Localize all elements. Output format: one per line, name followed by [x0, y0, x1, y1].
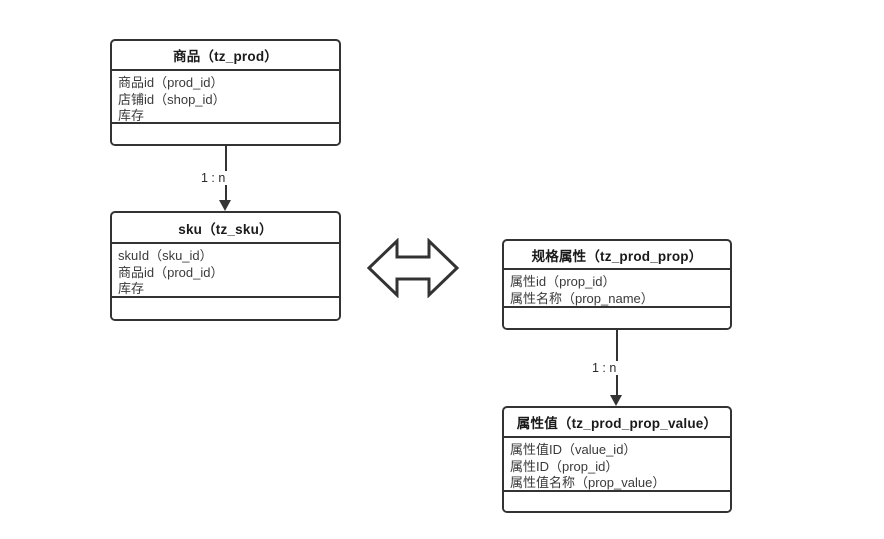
relation-cardinality-label: 1 : n [590, 361, 619, 375]
entity-attributes-tz-prod-prop: 属性id（prop_id） 属性名称（prop_name） [504, 270, 730, 308]
entity-title-tz-sku: sku（tz_sku） [112, 213, 339, 244]
attribute-row: skuId（sku_id） [118, 248, 213, 263]
entity-tz-prod-prop[interactable]: 规格属性（tz_prod_prop） 属性id（prop_id） 属性名称（pr… [502, 239, 732, 330]
entity-attributes-tz-sku: skuId（sku_id） 商品id（prod_id） 库存 [112, 244, 339, 298]
entity-tz-sku[interactable]: sku（tz_sku） skuId（sku_id） 商品id（prod_id） … [110, 211, 341, 321]
entity-tz-prod-prop-value[interactable]: 属性值（tz_prod_prop_value） 属性值ID（value_id） … [502, 406, 732, 513]
attribute-row: 库存 [118, 281, 145, 296]
attribute-row: 属性值名称（prop_value） [510, 475, 666, 490]
attribute-row: 属性id（prop_id） [510, 274, 616, 289]
entity-footer-tz-prod-prop [504, 308, 730, 328]
entity-footer-tz-prod [112, 124, 339, 144]
attribute-row: 商品id（prod_id） [118, 75, 224, 90]
relation-prod-to-sku: 1 : n [199, 146, 231, 211]
attribute-row: 属性名称（prop_name） [510, 290, 654, 306]
entity-tz-prod[interactable]: 商品（tz_prod） 商品id（prod_id） 店铺id（shop_id） … [110, 39, 341, 146]
relation-arrowhead [219, 200, 231, 211]
entity-attributes-tz-prod: 商品id（prod_id） 店铺id（shop_id） 库存 [112, 71, 339, 124]
entity-footer-tz-prod-prop-value [504, 492, 730, 511]
bidirectional-arrow-icon [366, 237, 460, 299]
relation-cardinality-label: 1 : n [199, 171, 228, 185]
entity-title-tz-prod-prop: 规格属性（tz_prod_prop） [504, 241, 730, 270]
attribute-row: 商品id（prod_id） [118, 264, 224, 280]
entity-title-tz-prod-prop-value: 属性值（tz_prod_prop_value） [504, 408, 730, 438]
attribute-row: 属性ID（prop_id） [510, 458, 619, 474]
relation-prop-to-prop-value: 1 : n [590, 330, 622, 406]
attribute-row: 店铺id（shop_id） [118, 91, 226, 107]
entity-footer-tz-sku [112, 298, 339, 319]
entity-attributes-tz-prod-prop-value: 属性值ID（value_id） 属性ID（prop_id） 属性值名称（prop… [504, 438, 730, 492]
entity-title-tz-prod: 商品（tz_prod） [112, 41, 339, 71]
relation-arrowhead [610, 395, 622, 406]
attribute-row: 库存 [118, 108, 145, 123]
attribute-row: 属性值ID（value_id） [510, 442, 637, 457]
